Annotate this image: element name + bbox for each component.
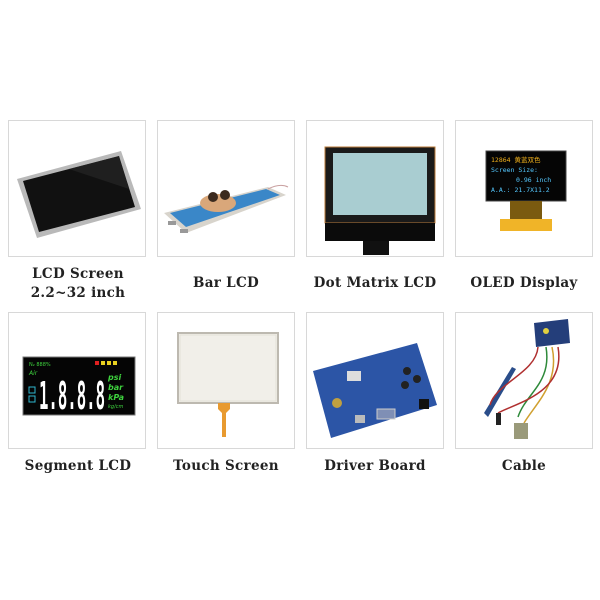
- unit-bar: bar: [108, 383, 124, 392]
- product-card-segment-lcd[interactable]: N₂ 888% Air 1.8.8.8 psi bar kPa kg/cm: [8, 312, 146, 449]
- label-text: Touch Screen: [173, 458, 279, 474]
- product-card-dot-matrix-lcd[interactable]: [306, 120, 444, 257]
- cable-image: [484, 319, 570, 439]
- label-text: Cable: [501, 458, 547, 474]
- driver-board-image: [313, 343, 437, 438]
- product-label-dot-matrix-lcd[interactable]: Dot Matrix LCD: [300, 274, 450, 293]
- product-label-driver-board[interactable]: Driver Board: [300, 457, 450, 476]
- label-text: Bar LCD: [192, 275, 259, 291]
- oled-display-image: 12864 黄蓝双色 Screen Size: 0.96 inch A.A.: …: [485, 150, 567, 231]
- dot-matrix-lcd-image: [324, 146, 436, 255]
- oled-line-4: A.A.: 21.7X11.2: [491, 186, 550, 194]
- unit-kpa: kPa: [108, 393, 124, 402]
- segment-lcd-image: N₂ 888% Air 1.8.8.8 psi bar kPa kg/cm: [22, 356, 136, 418]
- oled-line-3: 0.96 inch: [516, 176, 551, 184]
- product-label-oled-display[interactable]: OLED Display: [449, 274, 599, 293]
- lcd-screen-image: [17, 151, 141, 238]
- product-label-cable[interactable]: Cable: [449, 457, 599, 476]
- segment-digits: 1.8.8.8: [39, 374, 105, 418]
- oled-line-1: 12864 黄蓝双色: [491, 155, 541, 164]
- segment-air-text: Air: [28, 370, 38, 377]
- label-text: Dot Matrix LCD: [313, 275, 437, 291]
- unit-psi: psi: [107, 373, 121, 382]
- label-subtext: 2.2~32 inch: [30, 285, 126, 301]
- product-label-touch-screen[interactable]: Touch Screen: [151, 457, 301, 476]
- label-text: Segment LCD: [24, 458, 132, 474]
- product-card-bar-lcd[interactable]: [157, 120, 295, 257]
- product-label-bar-lcd[interactable]: Bar LCD: [151, 274, 301, 293]
- product-label-lcd-screen[interactable]: LCD Screen 2.2~32 inch: [3, 265, 153, 303]
- touch-screen-image: [177, 332, 279, 437]
- label-text: LCD Screen: [32, 266, 124, 282]
- oled-line-2: Screen Size:: [491, 166, 538, 174]
- product-label-segment-lcd[interactable]: Segment LCD: [3, 457, 153, 476]
- label-text: OLED Display: [470, 275, 578, 291]
- unit-kgcm: kg/cm: [108, 404, 124, 410]
- segment-top-text: N₂ 888%: [29, 362, 51, 368]
- product-card-oled-display[interactable]: 12864 黄蓝双色 Screen Size: 0.96 inch A.A.: …: [455, 120, 593, 257]
- product-card-cable[interactable]: [455, 312, 593, 449]
- label-text: Driver Board: [324, 458, 426, 474]
- bar-lcd-image: [164, 184, 289, 233]
- product-card-lcd-screen[interactable]: [8, 120, 146, 257]
- product-card-driver-board[interactable]: [306, 312, 444, 449]
- product-card-touch-screen[interactable]: [157, 312, 295, 449]
